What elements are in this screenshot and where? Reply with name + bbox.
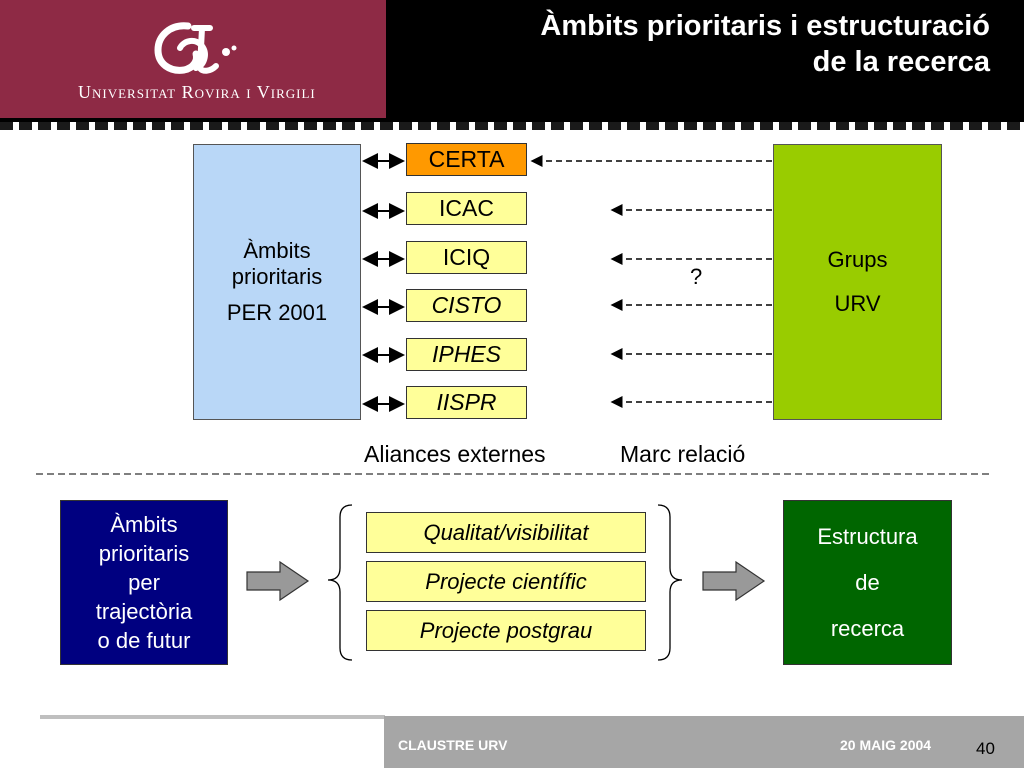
right-brace-icon xyxy=(657,504,683,661)
institute-iispr: IISPR xyxy=(406,386,527,419)
criterion-qualitat: Qualitat/visibilitat xyxy=(366,512,646,553)
institute-iphes: IPHES xyxy=(406,338,527,371)
header-title-panel xyxy=(386,0,1024,122)
block-arrow-right-icon xyxy=(702,560,766,602)
trajectoria-line1: Àmbits xyxy=(110,512,178,537)
institute-certa: CERTA xyxy=(406,143,527,176)
header-dashed-border xyxy=(0,118,1024,130)
estructura-line1: Estructura xyxy=(817,523,918,549)
slide-title: Àmbits prioritaris i estructuració de la… xyxy=(390,8,990,80)
box-estructura-recerca: Estructura de recerca xyxy=(783,500,952,665)
trajectoria-line3: per xyxy=(128,570,160,595)
left-brace-icon xyxy=(327,504,353,661)
institute-cisto: CISTO xyxy=(406,289,527,322)
institute-icac: ICAC xyxy=(406,192,527,225)
question-mark: ? xyxy=(690,264,703,289)
criterion-projecte-postgrau: Projecte postgrau xyxy=(366,610,646,651)
label-marc-relacio: Marc relació xyxy=(620,441,746,467)
box-grups-urv: Grups URV xyxy=(773,144,942,420)
grups-line2: URV xyxy=(834,291,881,316)
box-ambits-per2001: Àmbits prioritaris PER 2001 xyxy=(193,144,361,420)
grups-line1: Grups xyxy=(827,247,888,272)
urv-logo-icon xyxy=(154,22,237,74)
slide-title-line1: Àmbits prioritaris i estructuració xyxy=(540,10,990,42)
block-arrow-left-icon xyxy=(246,560,310,602)
label-aliances-externes: Aliances externes xyxy=(364,441,546,467)
page-number: 40 xyxy=(976,739,995,758)
slide-title-line2: de la recerca xyxy=(812,46,990,78)
criterion-projecte-cientific: Projecte científic xyxy=(366,561,646,602)
estructura-line3: recerca xyxy=(830,615,905,641)
trajectoria-line4: trajectòria xyxy=(95,599,193,624)
footer-event: CLAUSTRE URV xyxy=(398,737,508,753)
university-name: Universitat Rovira i Virgili xyxy=(78,82,316,102)
ambits-line3: PER 2001 xyxy=(226,300,328,325)
ambits-line1: Àmbits xyxy=(243,238,311,263)
footer-bar xyxy=(384,716,1024,768)
footer-date: 20 MAIG 2004 xyxy=(840,737,932,753)
institute-iciq: ICIQ xyxy=(406,241,527,274)
trajectoria-line5: o de futur xyxy=(97,628,191,653)
estructura-line2: de xyxy=(855,569,880,595)
footer-divider xyxy=(40,715,385,719)
ambits-line2: prioritaris xyxy=(231,264,323,289)
trajectoria-line2: prioritaris xyxy=(98,541,190,566)
box-ambits-trajectoria: Àmbits prioritaris per trajectòria o de … xyxy=(60,500,228,665)
